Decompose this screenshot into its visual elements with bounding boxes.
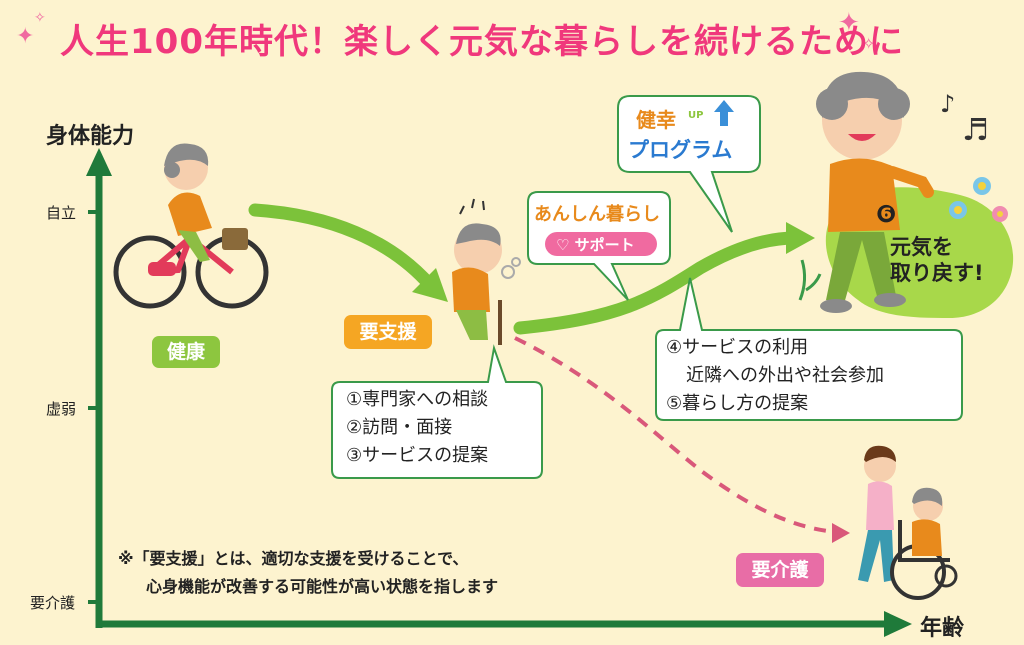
sparkle-icon: ✧	[862, 34, 876, 53]
recover-text: 元気を 取り戻す!	[890, 235, 984, 285]
footnote-line-2: 心身機能が改善する可能性が高い状態を指します	[146, 577, 499, 596]
bubble-kenko-up	[617, 95, 761, 233]
y-axis-label: 身体能力	[46, 124, 135, 149]
heart-hands-icon: ♡	[556, 236, 575, 254]
badge-support-needed: 要支援	[344, 315, 432, 349]
cheerful-elderly-illustration: ♪ ♬	[816, 71, 989, 313]
sparkle-icon: ✧	[34, 10, 46, 26]
step-4-detail: 近隣への外出や社会参加	[686, 365, 884, 386]
weak-elderly-illustration	[452, 198, 521, 345]
y-tick-label-yokaigo: 要介護	[30, 594, 76, 612]
step-2: ②訪問・面接	[346, 417, 453, 438]
cyclist-illustration	[113, 143, 269, 309]
callout-service-steps-text: ④サービスの利用 近隣への外出や社会参加 ⑤暮らし方の提案	[666, 334, 884, 418]
step-4: ④サービスの利用	[666, 337, 809, 358]
step-1: ①専門家への相談	[346, 389, 489, 410]
program-anshin-name: ♡ サポート	[556, 236, 635, 254]
badge-care-needed: 要介護	[736, 553, 824, 587]
arrow-decline	[248, 203, 437, 292]
step-5: ⑤暮らし方の提案	[666, 393, 809, 414]
recover-number: ❻	[876, 200, 897, 228]
arrow-recovery	[513, 231, 802, 335]
program-kenko-up: UP	[688, 110, 704, 121]
x-axis-label: 年齢	[920, 616, 965, 641]
page-title: 人生100年時代！楽しく元気な暮らしを続けるために	[60, 22, 904, 62]
sweat-icon	[501, 265, 515, 279]
sparkle-icon: ✦	[838, 8, 860, 38]
program-kenko-name: プログラム	[628, 138, 733, 162]
arrow-decline-head	[412, 268, 448, 302]
arrow-to-care-head	[832, 523, 850, 543]
arrow-recovery-head	[786, 222, 815, 254]
y-axis	[86, 148, 112, 628]
up-arrow-icon	[714, 100, 734, 126]
x-axis	[96, 611, 912, 637]
footnote-line-1: ※「要支援」とは、適切な支援を受けることで、	[118, 549, 469, 568]
badge-healthy: 健康	[152, 336, 220, 368]
caregiver-illustration	[858, 445, 958, 600]
step-3: ③サービスの提案	[346, 445, 489, 466]
sparkle-icon: ✦	[16, 24, 35, 49]
program-kenko-title: 健幸	[636, 108, 676, 132]
flower-icon	[798, 177, 1008, 301]
music-note-icon: ♪	[940, 90, 955, 118]
callout-support-steps	[331, 344, 543, 479]
y-tick-label-kyojaku: 虚弱	[46, 400, 77, 418]
footnote: ※「要支援」とは、適切な支援を受けることで、 心身機能が改善する可能性が高い状態…	[118, 545, 498, 601]
callout-service-steps	[655, 277, 963, 421]
svg-text:♬: ♬	[962, 113, 989, 148]
arrow-to-care	[514, 336, 836, 534]
bubble-anshin	[527, 191, 671, 301]
program-anshin-title: あんしん暮らし	[534, 204, 660, 225]
callout-support-steps-text: ①専門家への相談 ②訪問・面接 ③サービスの提案	[346, 386, 488, 470]
y-tick-label-jiritsu: 自立	[46, 204, 77, 222]
